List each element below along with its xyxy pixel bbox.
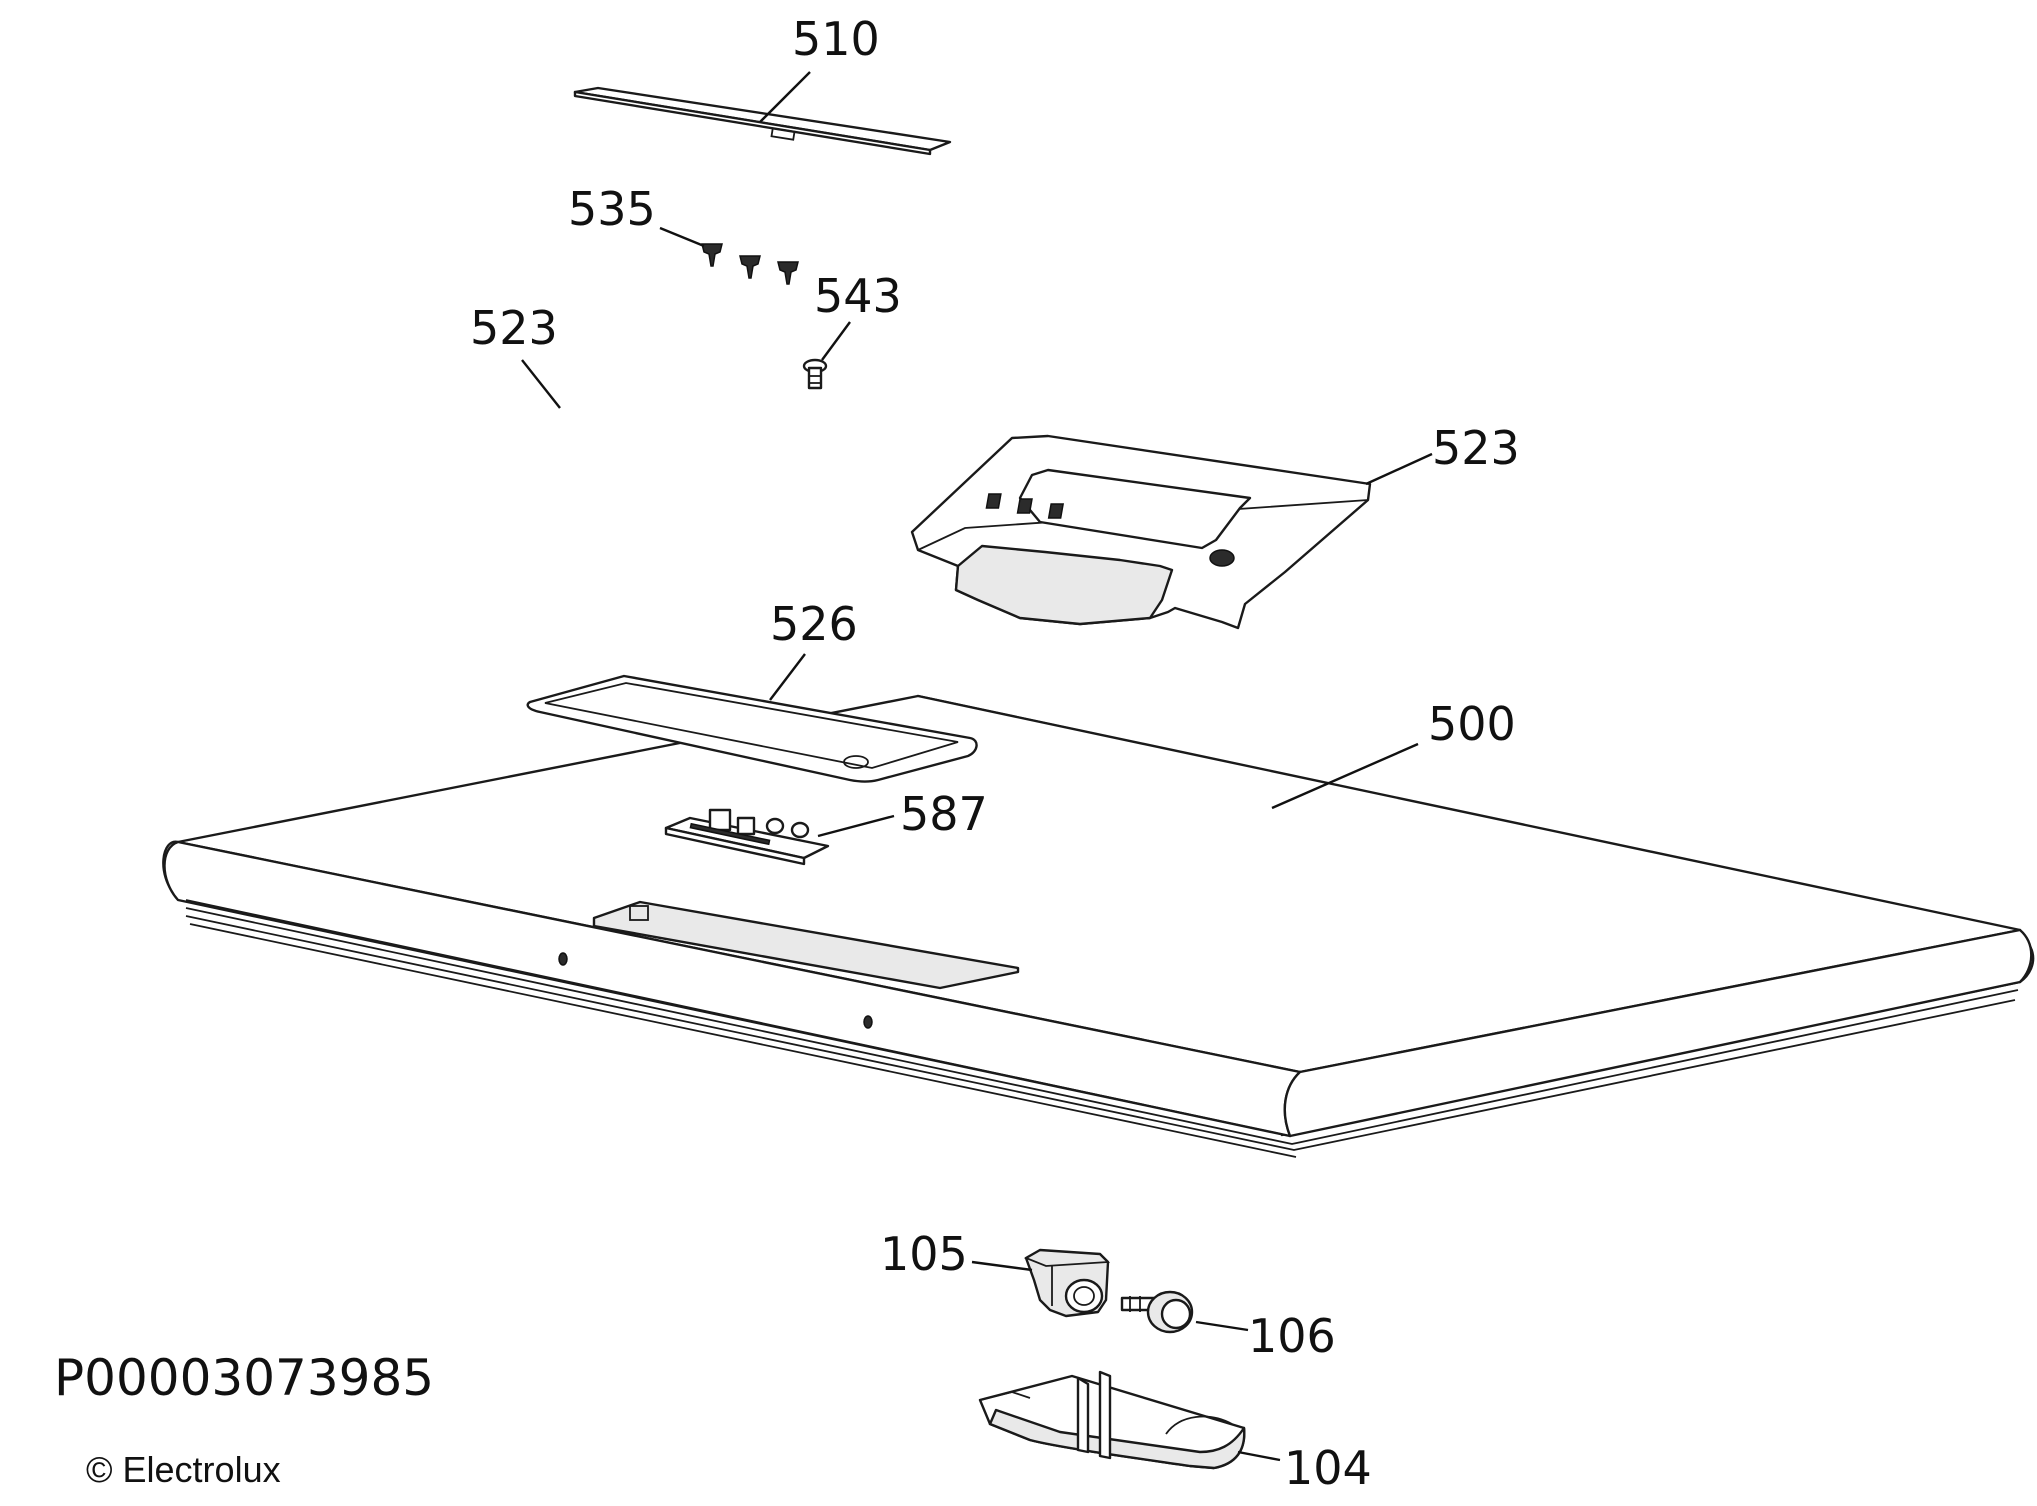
callout-535: 535 <box>568 182 656 236</box>
callout-105: 105 <box>880 1227 968 1281</box>
part-535-screws <box>701 243 799 285</box>
part-523-control-panel <box>910 434 1372 630</box>
leader-105 <box>971 1260 1033 1272</box>
callout-523-right: 523 <box>1432 421 1520 475</box>
part-500-main-board <box>162 694 2035 1158</box>
leader-535 <box>659 226 705 248</box>
leader-523-left <box>521 359 561 409</box>
part-543-screw <box>802 358 828 390</box>
leader-106 <box>1195 1320 1249 1332</box>
callout-543: 543 <box>814 269 902 323</box>
drawing-code: P00003073985 <box>54 1349 434 1407</box>
part-587-circuit-board <box>664 808 830 866</box>
callout-526: 526 <box>770 597 858 651</box>
leader-500 <box>1271 742 1419 810</box>
part-104-bracket <box>978 1370 1246 1470</box>
leader-587 <box>817 814 895 838</box>
copyright-notice: © Electrolux <box>86 1449 281 1490</box>
part-105-hinge-block <box>1023 1248 1111 1318</box>
leader-526 <box>769 653 806 701</box>
part-526-gasket <box>526 674 978 783</box>
leader-lines <box>521 71 1433 1462</box>
callout-587: 587 <box>900 787 988 841</box>
callout-labels: 510 535 543 523 523 526 500 587 105 106 … <box>470 12 1520 1495</box>
leader-523-right <box>1365 452 1433 486</box>
callout-510: 510 <box>792 12 880 66</box>
leader-510 <box>759 71 811 123</box>
leader-543 <box>821 321 851 361</box>
callout-104: 104 <box>1284 1441 1372 1495</box>
callout-106: 106 <box>1248 1309 1336 1363</box>
callout-523-left: 523 <box>470 301 558 355</box>
callout-500: 500 <box>1428 697 1516 751</box>
part-106-hinge-pin <box>1120 1290 1194 1334</box>
leader-104 <box>1237 1450 1281 1462</box>
